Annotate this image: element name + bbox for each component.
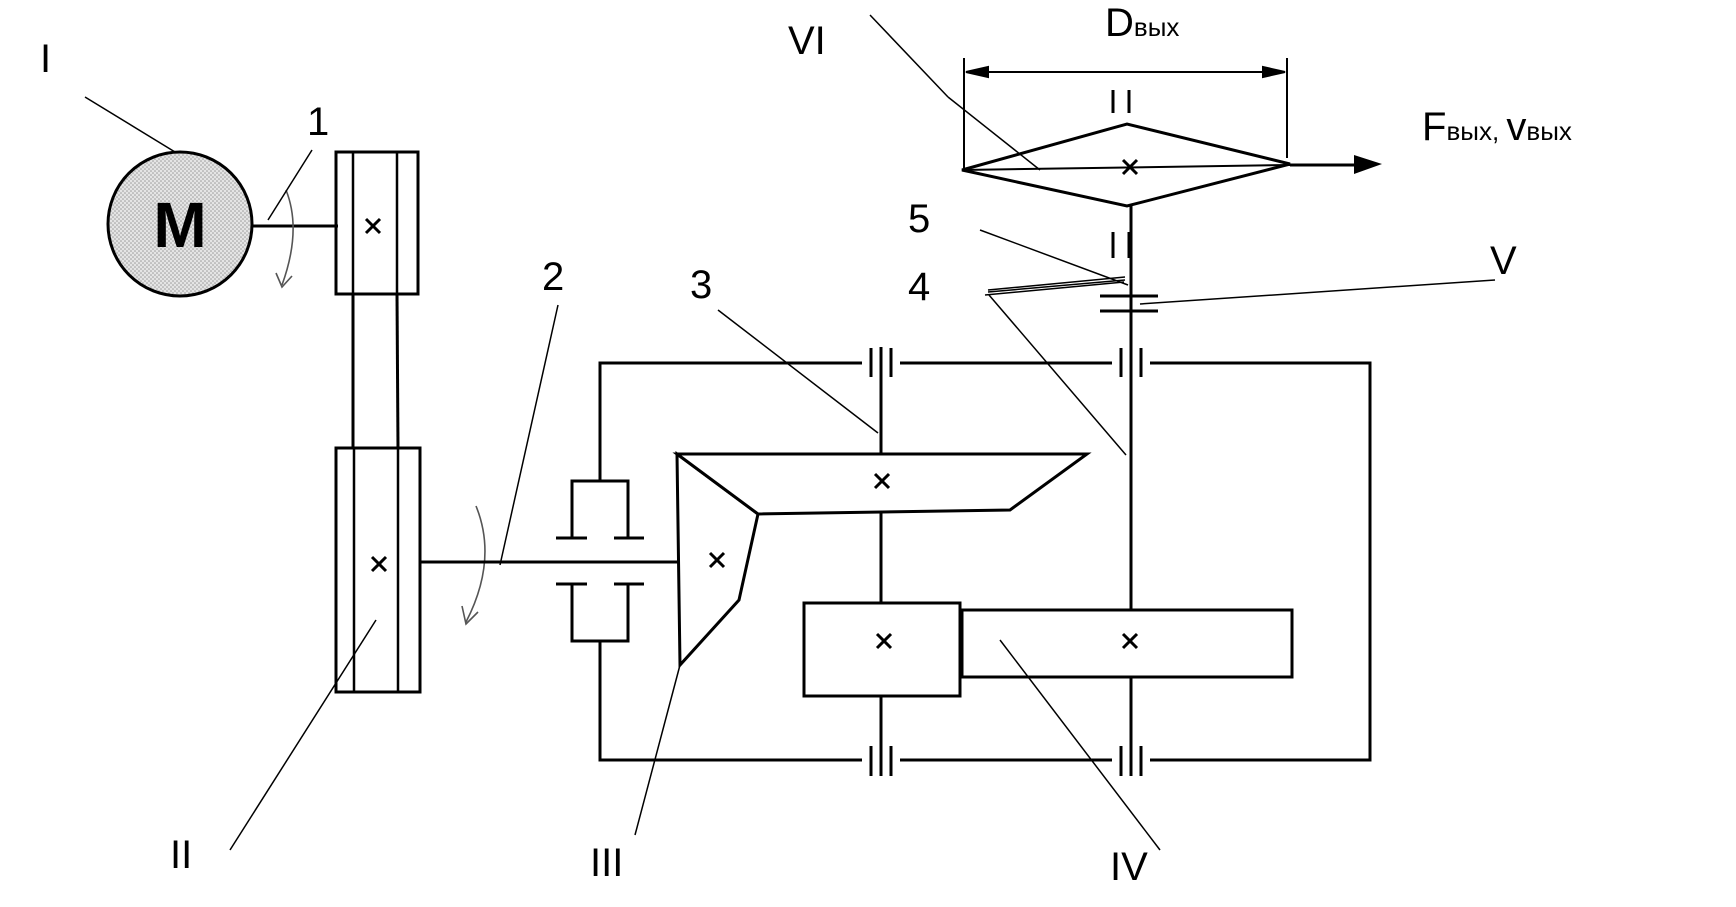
force-arrow-icon — [1290, 155, 1382, 174]
output-sprocket — [961, 122, 1291, 208]
label-IV: IV — [1110, 845, 1148, 889]
label-V: V — [1490, 239, 1517, 283]
label-1: 1 — [307, 100, 329, 144]
label-III: III — [590, 841, 623, 885]
spur-gear-pair — [802, 601, 1294, 698]
pulley-axis-marks — [364, 217, 388, 573]
diameter-dimension — [963, 58, 1288, 168]
gearbox-housing — [598, 361, 1372, 762]
label-VI: VI — [788, 19, 826, 63]
bevel-axis-marks — [708, 472, 891, 569]
label-2: 2 — [542, 255, 564, 299]
output-coupling — [1100, 294, 1158, 313]
belt-drive — [334, 150, 422, 694]
label-diameter: Dвых — [1105, 1, 1179, 45]
motor-letter: M — [153, 189, 206, 261]
label-II: II — [170, 833, 192, 877]
label-force-speed: Fвых, vвых — [1422, 105, 1572, 149]
belt-right — [395, 293, 400, 449]
leader-lines — [84, 14, 1496, 851]
small-pulley — [334, 150, 420, 296]
large-pulley — [334, 446, 422, 694]
spur-axis-marks — [875, 632, 1139, 650]
pinion — [802, 601, 962, 698]
bearings — [869, 90, 1143, 776]
electric-motor: M — [106, 150, 254, 298]
label-4: 4 — [908, 265, 930, 309]
label-I: I — [40, 37, 51, 81]
rotation-arrow-icon — [275, 189, 486, 626]
label-5: 5 — [908, 197, 930, 241]
label-3: 3 — [690, 263, 712, 307]
